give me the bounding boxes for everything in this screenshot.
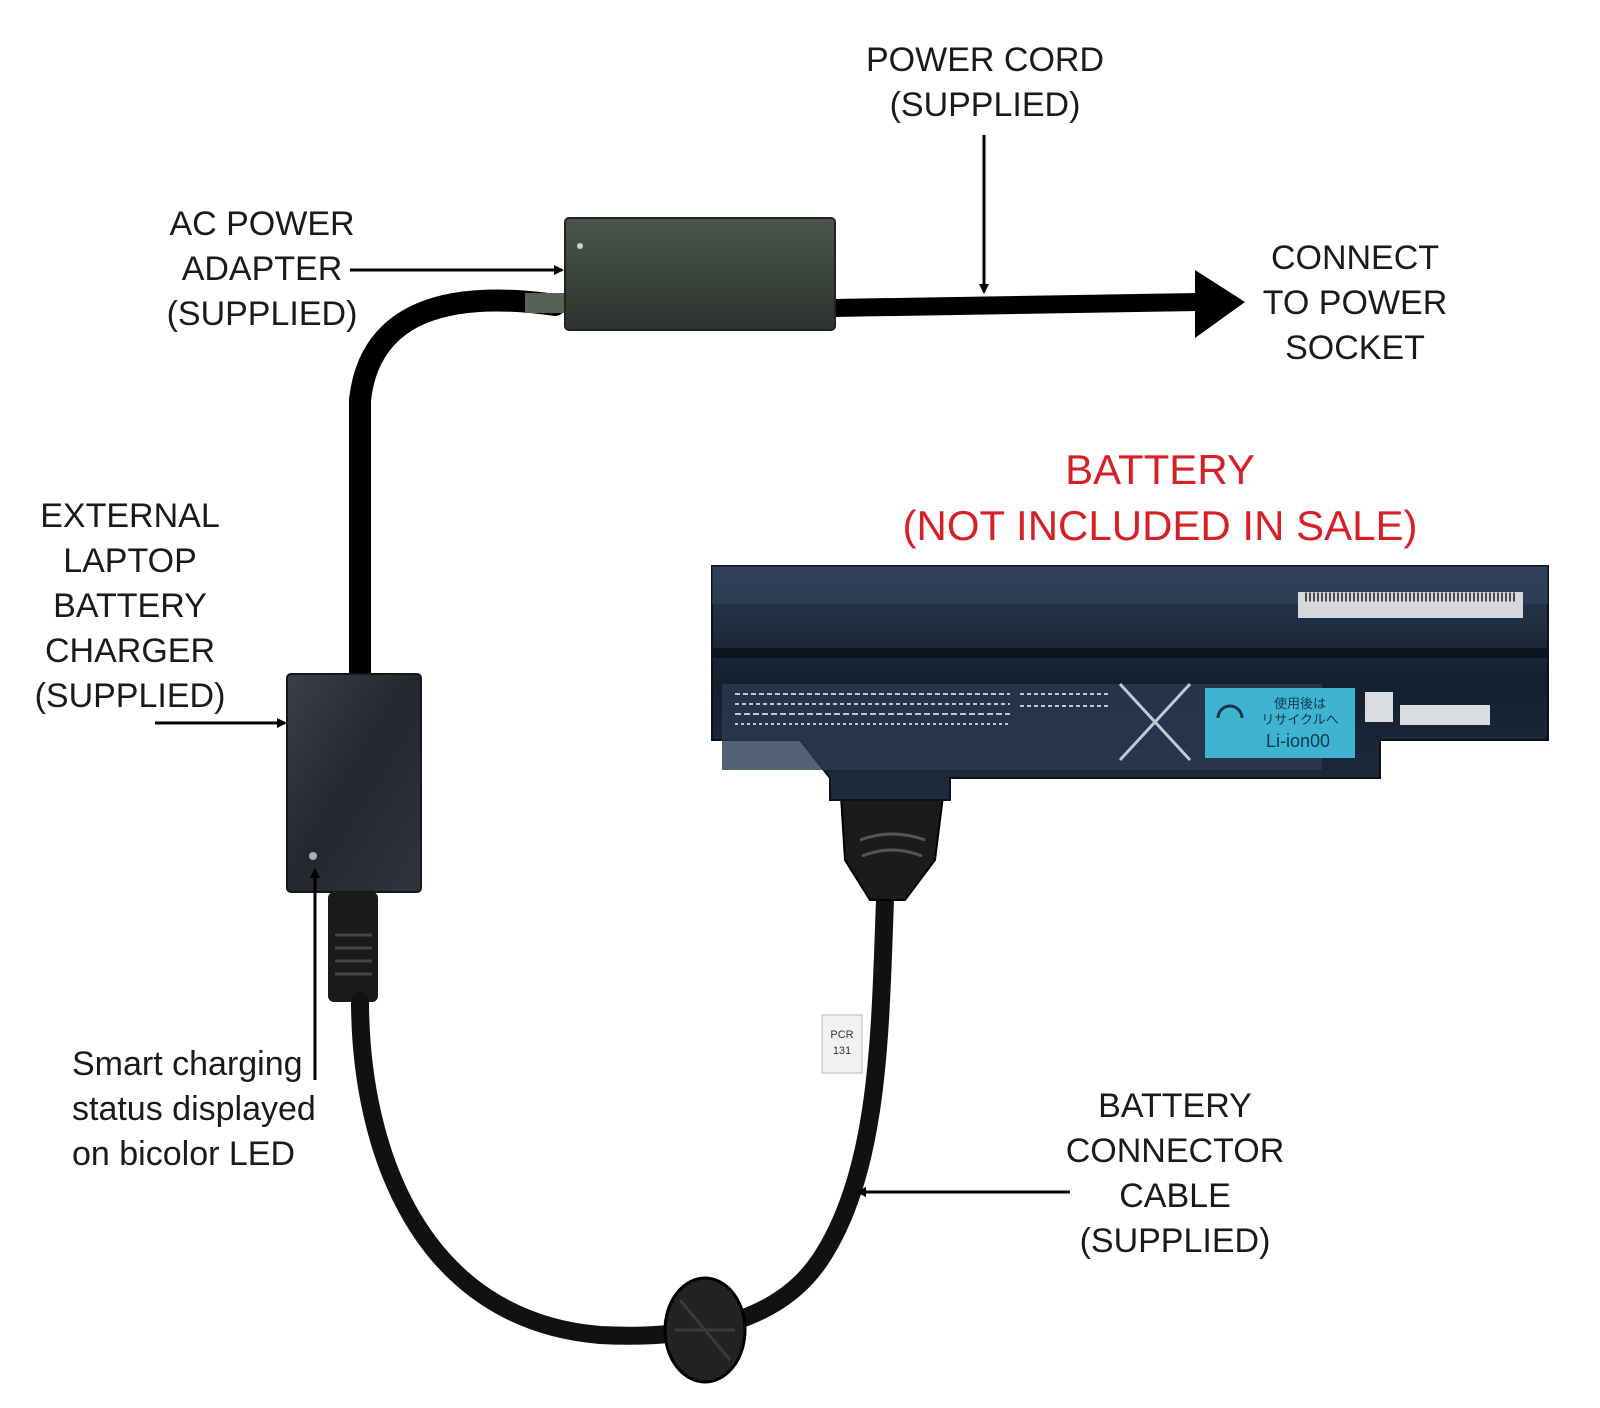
label-battery-line-2: (NOT INCLUDED IN SALE)	[902, 502, 1418, 549]
recycle-label-line-2: リサイクルへ	[1261, 712, 1338, 727]
charger-led	[309, 852, 317, 860]
label-external-charger-line-1: EXTERNAL	[40, 497, 220, 535]
label-ac-adapter-line-2: ADAPTER	[181, 250, 343, 288]
label-external-charger-line-5: (SUPPLIED)	[34, 677, 226, 715]
power-cord-line	[831, 293, 1201, 317]
label-connector-cable-line-3: CABLE	[1119, 1177, 1231, 1215]
label-power-cord-line-2: (SUPPLIED)	[889, 86, 1081, 124]
label-connect-socket-line-2: TO POWER	[1262, 284, 1448, 322]
cable-tag	[821, 1014, 863, 1074]
label-external-charger-line-4: CHARGER	[44, 632, 216, 670]
label-ac-adapter-line-1: AC POWER	[169, 205, 355, 243]
label-battery: BATTERY (NOT INCLUDED IN SALE)	[880, 442, 1440, 554]
cable-tag-text-2: 131	[833, 1045, 851, 1057]
battery-pack: 使用後は リサイクルへ Li-ion00	[711, 565, 1549, 801]
label-connector-cable-line-4: (SUPPLIED)	[1079, 1222, 1271, 1260]
recycle-label-line-1: 使用後は	[1274, 696, 1326, 711]
label-connect-socket-line-3: SOCKET	[1285, 329, 1425, 367]
recycle-label-line-3: Li-ion00	[1266, 731, 1330, 751]
label-connect-socket-line-1: CONNECT	[1270, 239, 1440, 277]
label-power-cord-line-1: POWER CORD	[866, 41, 1104, 79]
adapter-led	[577, 243, 583, 249]
label-smart-charging-line-3: on bicolor LED	[72, 1135, 296, 1173]
recycle-label	[1205, 688, 1355, 758]
label-connector-cable: BATTERY CONNECTOR CABLE (SUPPLIED)	[1050, 1084, 1300, 1264]
label-connect-socket: CONNECT TO POWER SOCKET	[1245, 236, 1465, 371]
strain-relief	[525, 293, 565, 313]
socket-arrowhead	[1195, 270, 1245, 338]
label-connector-cable-line-1: BATTERY	[1098, 1087, 1252, 1125]
label-power-cord: POWER CORD (SUPPLIED)	[860, 38, 1110, 128]
label-ac-adapter-line-3: (SUPPLIED)	[166, 295, 358, 333]
ac-adapter-body	[564, 217, 836, 331]
dc-cable	[349, 289, 566, 691]
label-connector-cable-line-2: CONNECTOR	[1065, 1132, 1285, 1170]
label-ac-adapter: AC POWER ADAPTER (SUPPLIED)	[152, 202, 372, 337]
cable-tag-text-1: PCR	[830, 1029, 853, 1041]
label-smart-charging: Smart charging status displayed on bicol…	[72, 1042, 352, 1177]
label-external-charger-line-2: LAPTOP	[63, 542, 197, 580]
label-smart-charging-line-2: status displayed	[72, 1090, 316, 1128]
charger-body	[286, 673, 422, 893]
label-external-charger: EXTERNAL LAPTOP BATTERY CHARGER (SUPPLIE…	[30, 494, 230, 719]
battery-connector-cable	[351, 891, 894, 1345]
label-battery-line-1: BATTERY	[1065, 446, 1255, 493]
label-external-charger-line-3: BATTERY	[53, 587, 207, 625]
label-smart-charging-line-1: Smart charging	[72, 1045, 303, 1083]
